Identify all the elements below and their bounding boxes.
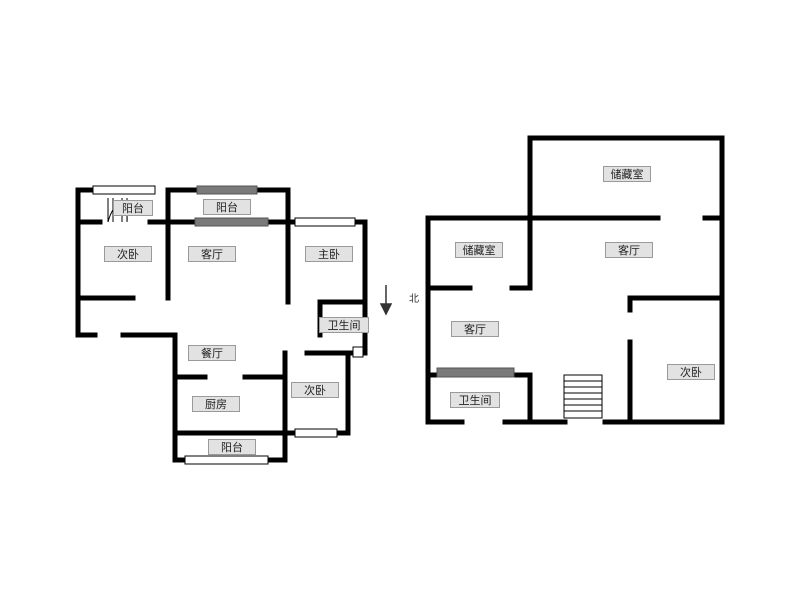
label-balcony-top: 阳台 bbox=[203, 199, 251, 215]
label-storage-top: 储藏室 bbox=[603, 166, 651, 182]
label-living-f1: 客厅 bbox=[188, 246, 236, 262]
label-balcony-bottom: 阳台 bbox=[208, 439, 256, 455]
bath-fixture bbox=[352, 346, 364, 358]
label-living-right: 客厅 bbox=[605, 242, 653, 258]
label-storage-left: 储藏室 bbox=[455, 242, 503, 258]
label-bedroom-left: 次卧 bbox=[104, 246, 152, 262]
floor2-grey-bar bbox=[436, 367, 515, 378]
label-bedroom-small: 次卧 bbox=[291, 382, 339, 398]
compass-north-label: 北 bbox=[409, 294, 419, 305]
label-bathroom-f2: 卫生间 bbox=[450, 392, 500, 408]
label-bedroom-f2: 次卧 bbox=[667, 364, 715, 380]
north-arrow bbox=[379, 285, 393, 316]
floor1-grey-bars bbox=[194, 185, 269, 227]
label-dining: 餐厅 bbox=[188, 345, 236, 361]
label-master-bedroom: 主卧 bbox=[305, 246, 353, 262]
staircase bbox=[563, 374, 603, 419]
label-balcony-left: 阳台 bbox=[113, 200, 153, 216]
label-living-left: 客厅 bbox=[451, 321, 499, 337]
label-kitchen: 厨房 bbox=[192, 396, 240, 412]
label-bathroom-f1: 卫生间 bbox=[319, 317, 369, 333]
floor1-windows bbox=[92, 185, 356, 465]
